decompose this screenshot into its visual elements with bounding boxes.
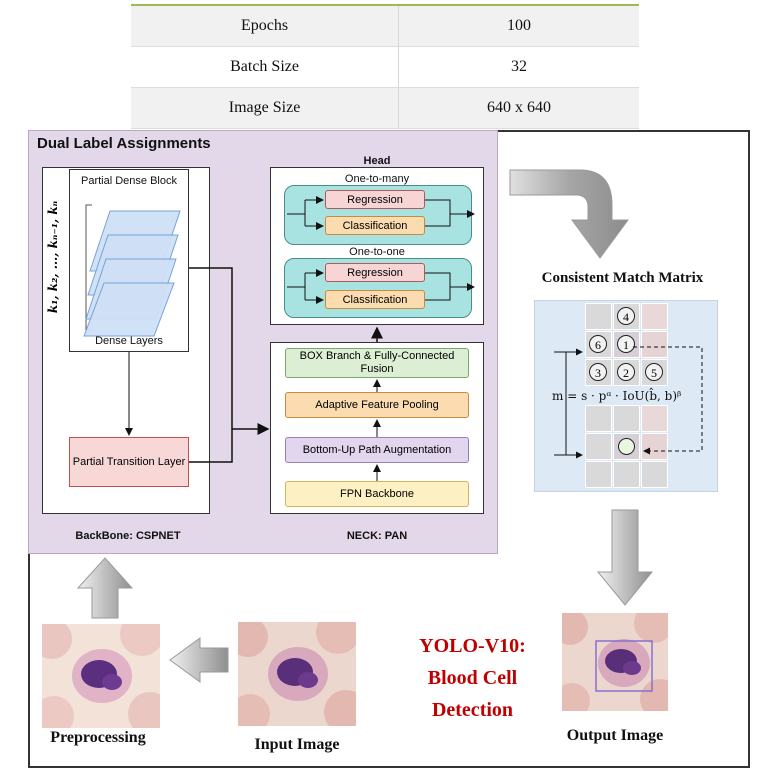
- one-to-many-group: [284, 185, 472, 245]
- grid-cell: [641, 433, 668, 460]
- main-title-line: Detection: [431, 699, 514, 721]
- preprocessed-image: [42, 624, 160, 728]
- output-image-label: Output Image: [566, 727, 664, 744]
- table-cell-value: 32: [398, 46, 639, 88]
- blood-cell-illustration: [238, 622, 356, 726]
- backbone-caption: BackBone: CSPNET: [75, 530, 181, 542]
- preprocessing-label: Preprocessing: [50, 729, 146, 746]
- match-marker-selected: [618, 438, 635, 455]
- regression-label: Regression: [347, 193, 403, 206]
- input-image: [238, 622, 356, 726]
- box-branch-block: BOX Branch & Fully-Connected Fusion: [285, 348, 469, 378]
- blood-cell-illustration: [562, 613, 668, 711]
- match-grid-bottom: [585, 405, 669, 489]
- fpn-block: FPN Backbone: [285, 481, 469, 507]
- partial-dense-block-label: Partial Dense Block: [81, 175, 177, 187]
- adaptive-pooling-label: Adaptive Feature Pooling: [315, 398, 439, 411]
- main-title-line: Blood Cell: [427, 667, 518, 689]
- input-image-label: Input Image: [254, 736, 340, 753]
- grid-cell: [585, 433, 612, 460]
- match-marker: 1: [617, 335, 635, 353]
- classification-box: Classification: [325, 216, 425, 235]
- regression-box: Regression: [325, 263, 425, 282]
- table-cell-name: Batch Size: [131, 46, 400, 88]
- match-grid-top: 4 6 1 3 2 5: [585, 303, 669, 387]
- one-to-many-label: One-to-many: [344, 173, 410, 185]
- grid-cell: [641, 331, 668, 358]
- grid-cell: [585, 461, 612, 488]
- grid-cell: [641, 405, 668, 432]
- table-row: Epochs 100: [131, 6, 639, 47]
- table-cell-name: Image Size: [131, 87, 400, 129]
- table-cell-value: 640 x 640: [398, 87, 639, 129]
- adaptive-pooling-block: Adaptive Feature Pooling: [285, 392, 469, 418]
- grid-cell: [585, 303, 612, 330]
- main-title: YOLO-V10: Blood Cell Detection: [395, 630, 550, 726]
- dense-layers-label: Dense Layers: [95, 335, 163, 347]
- table-cell-name: Epochs: [131, 6, 400, 47]
- output-image: [562, 613, 668, 711]
- match-marker: 3: [589, 363, 607, 381]
- regression-label: Regression: [347, 266, 403, 279]
- box-branch-label: BOX Branch & Fully-Connected Fusion: [299, 350, 455, 375]
- match-marker: 2: [617, 363, 635, 381]
- table-row: Batch Size 32: [131, 46, 639, 88]
- dense-layers-graphic: [83, 204, 181, 337]
- regression-box: Regression: [325, 190, 425, 209]
- table-accent-line: [131, 4, 639, 7]
- parameters-table: Epochs 100 Batch Size 32 Image Size 640 …: [131, 6, 639, 129]
- matrix-connectors: [554, 346, 703, 459]
- match-formula: m = s · pᵅ · IoU(b̂, b)ᵝ: [552, 389, 682, 403]
- fpn-label: FPN Backbone: [340, 487, 414, 500]
- table-row: Image Size 640 x 640: [131, 87, 639, 129]
- bottom-up-block: Bottom-Up Path Augmentation: [285, 437, 469, 463]
- match-marker: 4: [617, 307, 635, 325]
- neck-caption: NECK: PAN: [346, 530, 408, 542]
- grid-cell: [641, 461, 668, 488]
- classification-label: Classification: [342, 293, 408, 306]
- one-to-one-label: One-to-one: [349, 246, 405, 258]
- partial-transition-label: Partial Transition Layer: [72, 456, 186, 468]
- main-title-line: YOLO-V10:: [419, 635, 526, 657]
- classification-box: Classification: [325, 290, 425, 309]
- blood-cell-illustration: [42, 624, 160, 728]
- match-marker: 5: [645, 363, 663, 381]
- classification-label: Classification: [342, 219, 408, 232]
- detection-box: [595, 640, 653, 692]
- grid-cell: [613, 461, 640, 488]
- head-title: Head: [363, 155, 391, 167]
- match-marker: 6: [589, 335, 607, 353]
- diagram-title: Dual Label Assignments: [37, 135, 211, 152]
- grid-cell: [585, 405, 612, 432]
- table-cell-value: 100: [398, 6, 639, 47]
- partial-transition-layer: Partial Transition Layer: [69, 437, 189, 487]
- bottom-up-label: Bottom-Up Path Augmentation: [302, 443, 452, 456]
- grid-cell: [641, 303, 668, 330]
- grid-cell: [613, 405, 640, 432]
- matrix-title: Consistent Match Matrix: [541, 270, 704, 286]
